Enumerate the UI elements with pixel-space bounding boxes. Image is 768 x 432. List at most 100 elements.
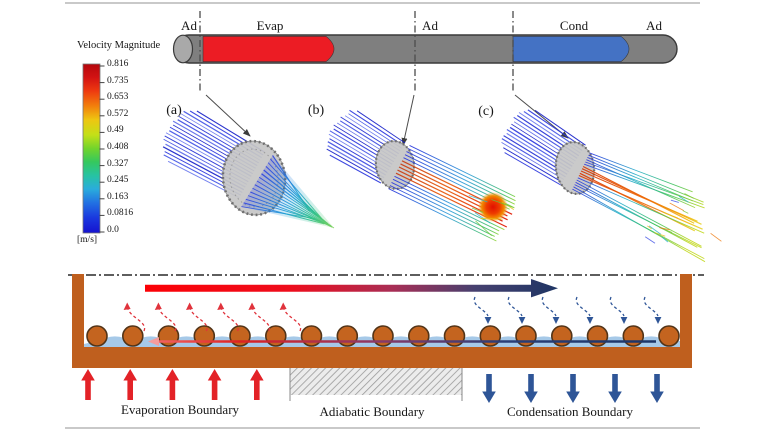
condensation-heat-arrow xyxy=(482,374,496,403)
evaporation-heat-arrow xyxy=(207,369,222,400)
tube-circle xyxy=(407,325,430,347)
colorbar-tick-label: 0.653 xyxy=(107,92,129,103)
tube-circle xyxy=(658,325,680,347)
pipe-label-ad-1: Ad xyxy=(181,18,197,33)
pipe-label-evap: Evap xyxy=(256,18,284,33)
streamline xyxy=(349,109,404,147)
streamline xyxy=(241,206,316,220)
streamline xyxy=(407,148,516,202)
evaporation-vapor-arrow xyxy=(127,308,146,332)
evaporation-heat-arrow xyxy=(165,369,180,400)
colorbar-tick-label: 0.245 xyxy=(107,175,129,186)
evaporation-vapor-arrow xyxy=(252,308,271,332)
pointer-arrow-a xyxy=(205,94,251,137)
streamline xyxy=(578,174,703,230)
streamline xyxy=(501,142,565,180)
streamline xyxy=(504,152,561,186)
evaporator-section xyxy=(202,36,335,62)
arrowhead xyxy=(620,317,628,324)
streamline xyxy=(648,225,662,235)
streamline xyxy=(491,199,514,208)
condensation-vapor-arrow xyxy=(643,296,659,317)
condensation-heat-arrow xyxy=(524,374,538,403)
tube-circle xyxy=(336,325,359,347)
streamline xyxy=(710,232,722,242)
evaporation-vapor-arrows xyxy=(123,302,302,332)
tube-circle xyxy=(193,325,216,347)
streamline xyxy=(326,148,383,181)
colorbar-tick-label: 0.327 xyxy=(107,158,129,169)
tube-circle xyxy=(86,325,108,347)
panel-a-outflow-streamlines xyxy=(241,155,335,229)
streamline xyxy=(662,211,678,219)
streamline xyxy=(388,188,497,242)
velocity-colorbar xyxy=(82,63,101,234)
condensation-vapor-arrow xyxy=(541,296,557,317)
streamline xyxy=(574,184,702,249)
arrowhead xyxy=(186,302,193,310)
condensation-heat-arrow xyxy=(608,374,622,403)
panel-b-label: (b) xyxy=(307,103,325,118)
evaporation-vapor-arrow xyxy=(220,308,239,332)
evaporation-boundary-label: Evaporation Boundary xyxy=(120,402,240,417)
panel-c-label: (c) xyxy=(478,104,494,119)
evaporation-vapor-arrow xyxy=(189,308,208,332)
evaporation-heat-arrow xyxy=(250,369,264,400)
streamline xyxy=(678,195,689,203)
streamline xyxy=(270,158,323,220)
condensation-vapor-arrow xyxy=(507,296,523,317)
streamline xyxy=(329,154,382,184)
streamline xyxy=(258,176,332,227)
colorbar-title: Velocity Magnitude xyxy=(77,40,161,51)
streamline xyxy=(654,232,666,237)
liquid-return-arrowhead xyxy=(148,337,159,346)
streamline xyxy=(684,193,694,199)
arrowhead xyxy=(248,302,256,310)
condensation-heat-arrow xyxy=(566,374,580,403)
streamline xyxy=(327,145,385,179)
streamline xyxy=(586,159,696,209)
arrowhead xyxy=(552,317,560,324)
tube-circle xyxy=(372,325,394,347)
streamline xyxy=(503,147,563,183)
colorbar-tick-label: 0.572 xyxy=(107,108,129,119)
colorbar-tick-label: 0.49 xyxy=(107,125,124,136)
tube-circle xyxy=(550,325,573,347)
pipe-label-ad-2: Ad xyxy=(422,18,438,33)
pipe-label-cond: Cond xyxy=(559,18,589,33)
arrowhead xyxy=(279,302,287,310)
streamline xyxy=(471,207,484,214)
pointer-arrow-b xyxy=(401,94,415,146)
panel-c-outflow-streamlines xyxy=(572,152,722,263)
streamline xyxy=(644,236,656,244)
streamline xyxy=(580,170,698,222)
tube-circle xyxy=(586,325,609,347)
tube-circle xyxy=(300,325,323,347)
condensation-vapor-arrows xyxy=(473,296,662,324)
streamline xyxy=(468,195,488,203)
arrowhead xyxy=(123,302,131,310)
figure-bottom-rule xyxy=(65,427,700,429)
streamline xyxy=(670,199,679,203)
vapor-flow-gradient-arrow xyxy=(145,279,558,298)
streamline xyxy=(534,109,586,146)
streamline xyxy=(572,188,705,259)
streamline xyxy=(474,212,491,224)
adiabatic-wall-block xyxy=(290,368,462,395)
colorbar-tick-label: 0.735 xyxy=(107,75,129,86)
arrowhead xyxy=(586,317,594,324)
adiabatic-boundary-label: Adiabatic Boundary xyxy=(319,404,425,419)
colorbar-tick-label: 0.0816 xyxy=(107,208,134,219)
condensation-heat-arrow xyxy=(650,374,664,403)
streamline xyxy=(356,110,406,144)
arrowhead xyxy=(154,302,162,310)
evaporation-vapor-arrow xyxy=(283,308,302,332)
evaporation-heat-arrow xyxy=(123,369,137,400)
heat-pipe-schematic xyxy=(172,11,678,93)
condenser-section xyxy=(512,36,630,62)
colorbar-tick-label: 0.408 xyxy=(107,142,129,152)
streamline xyxy=(682,210,689,214)
arrowhead xyxy=(217,302,225,310)
arrowhead xyxy=(484,317,492,324)
